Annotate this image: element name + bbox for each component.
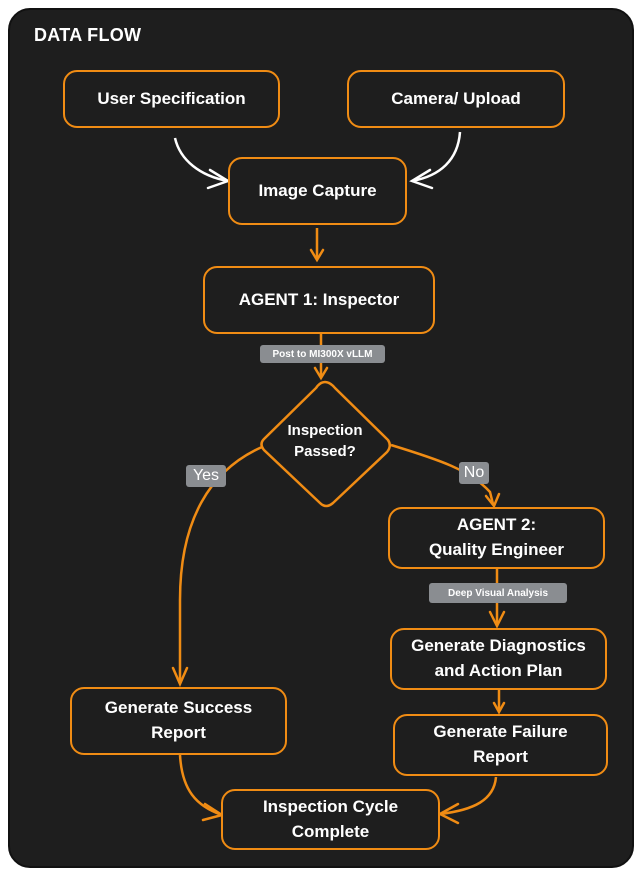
edge-label-deep-visual-analysis: Deep Visual Analysis xyxy=(429,583,567,603)
arrowhead-agent1-to-decision xyxy=(313,366,329,381)
arrowhead-image-capture-to-agent1 xyxy=(309,248,325,263)
diagram-title: DATA FLOW xyxy=(34,25,142,45)
edge-label-no: No xyxy=(459,462,489,484)
edge-label-post-vllm: Post to MI300X vLLM xyxy=(260,345,385,363)
edge-label-yes: Yes xyxy=(186,465,226,487)
node-agent1-inspector: AGENT 1: Inspector xyxy=(203,266,435,334)
node-generate-failure-report: Generate Failure Report xyxy=(393,714,608,776)
node-camera-upload: Camera/ Upload xyxy=(347,70,565,128)
arrowhead-failure-to-complete xyxy=(437,802,460,825)
arrowhead-decision-yes-to-success xyxy=(171,666,189,688)
node-decision-inspection-passed: Inspection Passed? xyxy=(287,422,363,460)
edge-camera-to-image-capture xyxy=(411,131,462,183)
node-inspection-cycle-complete: Inspection Cycle Complete xyxy=(221,789,440,850)
arrowhead-decision-no-to-agent2 xyxy=(484,492,501,509)
node-agent2-quality-engineer: AGENT 2: Quality Engineer xyxy=(388,507,605,569)
edge-decision-yes-to-success xyxy=(178,445,263,682)
edge-failure-to-complete xyxy=(439,776,498,816)
node-generate-success-report: Generate Success Report xyxy=(70,687,287,755)
arrowhead-agent2-to-diagnostics xyxy=(488,610,506,629)
node-generate-diagnostics: Generate Diagnostics and Action Plan xyxy=(390,628,607,690)
edge-user-spec-to-image-capture xyxy=(173,137,229,183)
arrowhead-diagnostics-to-failure xyxy=(492,701,506,715)
decision-diamond xyxy=(260,380,391,508)
arrowhead-camera-to-image-capture xyxy=(409,168,434,190)
node-user-specification: User Specification xyxy=(63,70,280,128)
node-image-capture: Image Capture xyxy=(228,157,407,225)
edge-decision-no-to-agent2 xyxy=(390,443,495,505)
edge-success-to-complete xyxy=(178,754,223,817)
